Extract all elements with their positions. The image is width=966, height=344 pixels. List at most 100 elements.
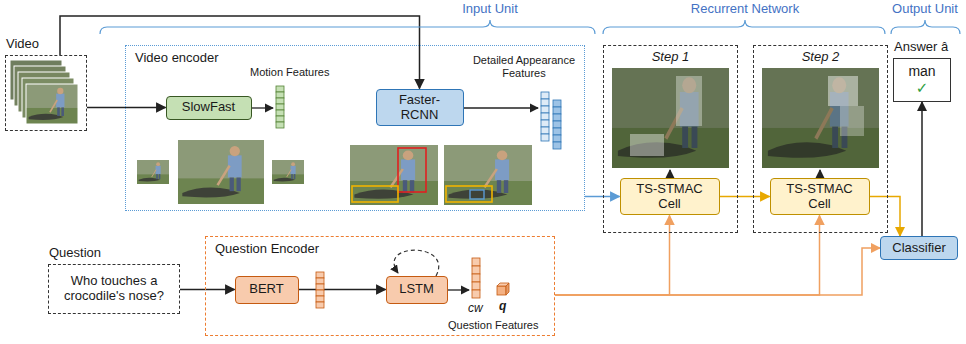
node-heading: Question Encoder	[215, 242, 319, 257]
node-label: ✓	[916, 79, 929, 96]
question-vector-cube	[497, 283, 509, 295]
illustration-part	[276, 86, 284, 92]
node-heading: Video encoder	[135, 51, 219, 66]
connector-arrow	[180, 289, 235, 291]
illustration-part	[612, 68, 729, 168]
text-area: SlowFast	[167, 97, 251, 119]
video-input-box: Video	[5, 55, 87, 131]
feature-arrow	[252, 107, 273, 108]
unit-title: Recurrent Network	[691, 2, 799, 17]
unit-braces	[100, 20, 960, 34]
illustration-part	[541, 113, 549, 120]
text-area: LSTM	[387, 277, 447, 303]
connector-arrow	[921, 102, 923, 236]
illustration-part	[100, 20, 595, 34]
feature-symbol: q	[499, 300, 506, 314]
node-heading: Question	[49, 246, 101, 261]
illustration-part	[840, 106, 864, 136]
lstm-box: LSTM	[386, 276, 448, 304]
illustration-part	[553, 107, 561, 114]
illustration-part	[137, 160, 169, 184]
illustration-part	[497, 286, 506, 295]
illustration-part	[553, 100, 561, 107]
connector-arrow	[720, 196, 770, 198]
feature-symbol: cw	[468, 302, 483, 316]
illustration-part	[553, 142, 561, 149]
feature-label: Question Features	[448, 319, 539, 332]
illustration-part	[553, 114, 561, 121]
text-area: Who touches a crocodile's nose?	[49, 265, 179, 313]
illustration-part	[272, 160, 304, 184]
illustration-part	[276, 116, 284, 122]
illustration-part	[472, 258, 480, 266]
connector-arrow	[87, 107, 166, 109]
connector-arrow	[299, 289, 386, 291]
node-label: TS-STMAC Cell	[627, 182, 713, 212]
illustration-part	[316, 302, 324, 308]
illustration-part	[506, 283, 509, 295]
attention-step-images	[612, 68, 879, 168]
illustration-part	[553, 121, 561, 128]
illustration-part	[828, 76, 858, 106]
classifier-box: Classifier	[880, 236, 958, 260]
ts-stmac-cell: TS-STMAC Cell	[770, 178, 870, 216]
illustration-part	[276, 110, 284, 116]
illustration-part	[891, 20, 960, 34]
illustration-part	[541, 106, 549, 113]
detection-images	[350, 145, 532, 205]
text-area: TS-STMAC Cell	[771, 179, 869, 215]
illustration-part	[178, 140, 264, 204]
node-label: BERT	[249, 282, 283, 297]
unit-title: Input Unit	[462, 2, 518, 17]
connector-arrow	[555, 215, 820, 295]
illustration-part	[316, 278, 324, 284]
illustration-part	[276, 92, 284, 98]
illustration-part	[316, 290, 324, 296]
slowfast-pyramid	[137, 140, 304, 204]
feature-arrow	[448, 289, 469, 290]
illustration-part	[541, 127, 549, 134]
feature-label: Motion Features	[250, 66, 329, 79]
illustration-part	[316, 284, 324, 290]
node-label: TS-STMAC Cell	[777, 182, 863, 212]
node-heading: Video	[6, 37, 39, 52]
node-label: Who touches a crocodile's nose?	[55, 274, 173, 304]
text-area: TS-STMAC Cell	[621, 179, 719, 215]
feature-arrow	[464, 107, 538, 108]
feature-label: Detailed Appearance Features	[468, 54, 580, 79]
illustration-part	[762, 68, 879, 168]
illustration-part	[472, 266, 480, 274]
illustration-part	[350, 145, 438, 205]
text-area: man✓	[894, 59, 950, 101]
illustration-part	[612, 68, 729, 168]
motion-feature-vector	[276, 86, 284, 128]
illustration-part	[276, 104, 284, 110]
illustration-part	[762, 68, 879, 168]
illustration-part	[26, 84, 78, 124]
illustration-part	[541, 134, 549, 141]
faster-rcnn-box: Faster-RCNN	[376, 89, 464, 127]
unit-title: Output Unit	[892, 2, 958, 17]
illustration-part	[276, 98, 284, 104]
illustration-part	[276, 122, 284, 128]
illustration-part	[444, 145, 532, 205]
node-label: SlowFast	[182, 100, 235, 115]
illustration-part	[603, 20, 885, 34]
illustration-part	[472, 274, 480, 282]
video-frames	[10, 60, 78, 124]
step-box: TS-STMAC CellStep 2	[753, 45, 888, 233]
illustration-part	[630, 134, 664, 156]
connector-arrow	[870, 197, 901, 237]
text-area: BERT	[236, 277, 298, 303]
node-heading: Answer â	[894, 40, 948, 55]
illustration-part	[553, 135, 561, 142]
ts-stmac-cell: TS-STMAC Cell	[620, 178, 720, 216]
recurrence-loop	[394, 250, 439, 276]
question-box: Who touches a crocodile's nose?Question	[48, 264, 180, 314]
illustration-part	[352, 186, 398, 202]
illustration-part	[470, 190, 484, 199]
bert-box: BERT	[235, 276, 299, 304]
node-label: man	[908, 63, 935, 79]
